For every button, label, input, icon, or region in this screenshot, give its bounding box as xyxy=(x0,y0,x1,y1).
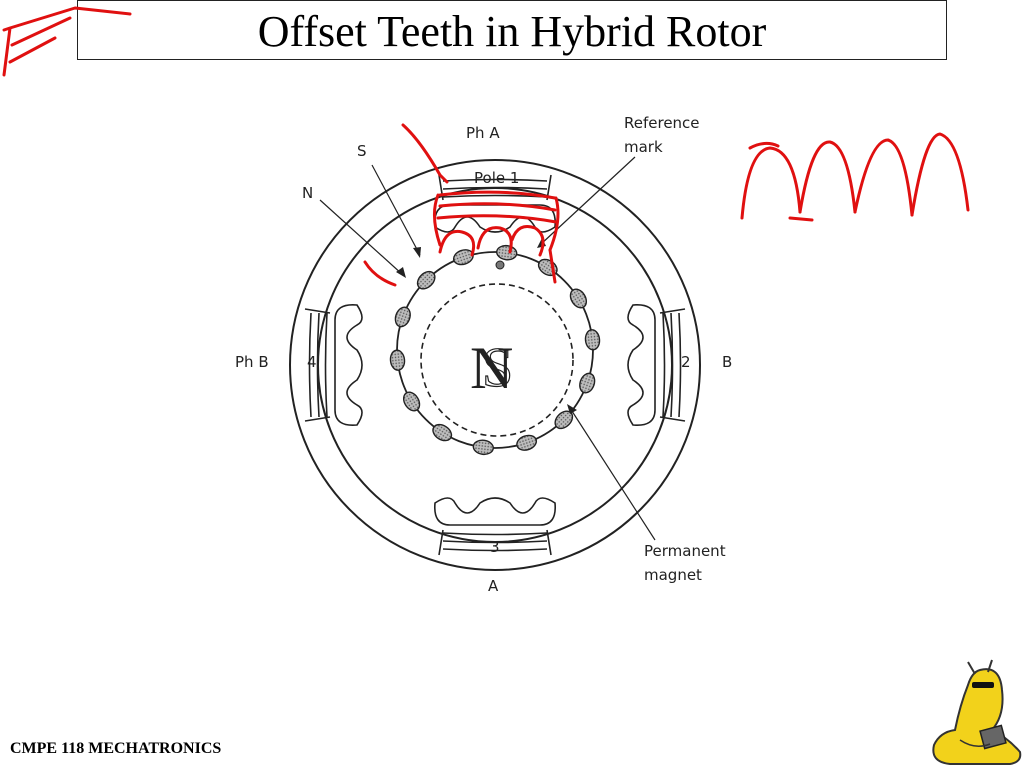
label-pole-2: 2 xyxy=(681,353,691,371)
leader-reference xyxy=(539,156,636,246)
label-permanent: Permanent xyxy=(644,542,726,560)
rotor-letter-n: N xyxy=(470,335,513,401)
slide-footer: CMPE 118 MECHATRONICS xyxy=(10,740,222,757)
label-mark: mark xyxy=(624,138,663,156)
pole-shoe xyxy=(433,497,557,526)
red-annotations xyxy=(2,6,970,287)
diagram-labels: Ph A Pole 1 Reference mark S N Ph B 4 2 … xyxy=(235,114,732,595)
winding-side xyxy=(659,308,686,422)
rotor-tooth xyxy=(579,372,596,394)
waveform-arch-2 xyxy=(798,140,857,214)
reference-mark-dot xyxy=(495,260,505,270)
rotor-tooth xyxy=(402,391,421,412)
label-magnet: magnet xyxy=(644,566,702,584)
winding-line xyxy=(316,312,320,418)
rotor-tooth xyxy=(416,270,436,290)
winding-line xyxy=(442,548,548,552)
rotor-tooth xyxy=(394,306,411,328)
winding-line xyxy=(442,532,548,536)
leader-magnet xyxy=(569,407,656,541)
winding-line xyxy=(442,540,548,544)
pole-left xyxy=(304,303,363,427)
leader-n xyxy=(319,199,404,276)
label-pole-1: Pole 1 xyxy=(474,169,519,187)
annotation-tooth-bumps xyxy=(438,225,557,284)
pole-right xyxy=(627,303,686,427)
slide-title: Offset Teeth in Hybrid Rotor xyxy=(257,7,767,56)
winding-side xyxy=(438,529,552,556)
label-s: S xyxy=(357,142,367,160)
title-box: Offset Teeth in Hybrid Rotor xyxy=(77,0,947,60)
rotor-magnet-letters: N S xyxy=(470,335,514,401)
rotor-tooth xyxy=(472,439,494,456)
winding-line xyxy=(662,312,666,418)
winding-side xyxy=(304,308,331,422)
corner-pen-scribble xyxy=(2,6,132,77)
winding-line xyxy=(324,312,328,418)
label-a: A xyxy=(488,577,499,595)
pole-top xyxy=(433,174,557,233)
slug-mascot-icon xyxy=(932,659,1022,765)
winding-line xyxy=(308,312,312,418)
winding-line xyxy=(678,312,682,418)
waveform-arch-3 xyxy=(853,138,914,217)
annotation-arrow-pole xyxy=(401,123,449,184)
rotor-tooth xyxy=(569,288,588,309)
rotor-tooth xyxy=(432,423,453,442)
winding-line xyxy=(670,312,674,418)
rotor-tooth xyxy=(584,329,601,351)
label-ph-b: Ph B xyxy=(235,353,269,371)
permanent-magnet-outline xyxy=(420,283,574,437)
annotation-tick-n xyxy=(363,260,397,287)
pole-shoe xyxy=(334,303,363,427)
rotor-tooth xyxy=(389,349,406,371)
pole-shoe xyxy=(627,303,656,427)
annotation-coil-lines xyxy=(436,190,558,224)
label-n: N xyxy=(302,184,313,202)
label-b: B xyxy=(722,353,732,371)
label-pole-3: 3 xyxy=(490,538,500,556)
annotation-coil-sides xyxy=(433,193,560,252)
waveform-arch-4 xyxy=(910,132,970,217)
rotor-tooth xyxy=(516,434,538,451)
label-ph-a: Ph A xyxy=(466,124,500,142)
label-pole-4: 4 xyxy=(307,353,317,371)
rotor-letter-s: S xyxy=(482,337,513,399)
leader-s xyxy=(371,164,421,256)
stator-poles xyxy=(304,174,686,556)
winding-line xyxy=(442,186,548,190)
label-reference: Reference xyxy=(624,114,700,132)
pole-bottom xyxy=(433,497,557,556)
winding-line xyxy=(442,178,548,182)
waveform-arch-1 xyxy=(740,141,814,222)
